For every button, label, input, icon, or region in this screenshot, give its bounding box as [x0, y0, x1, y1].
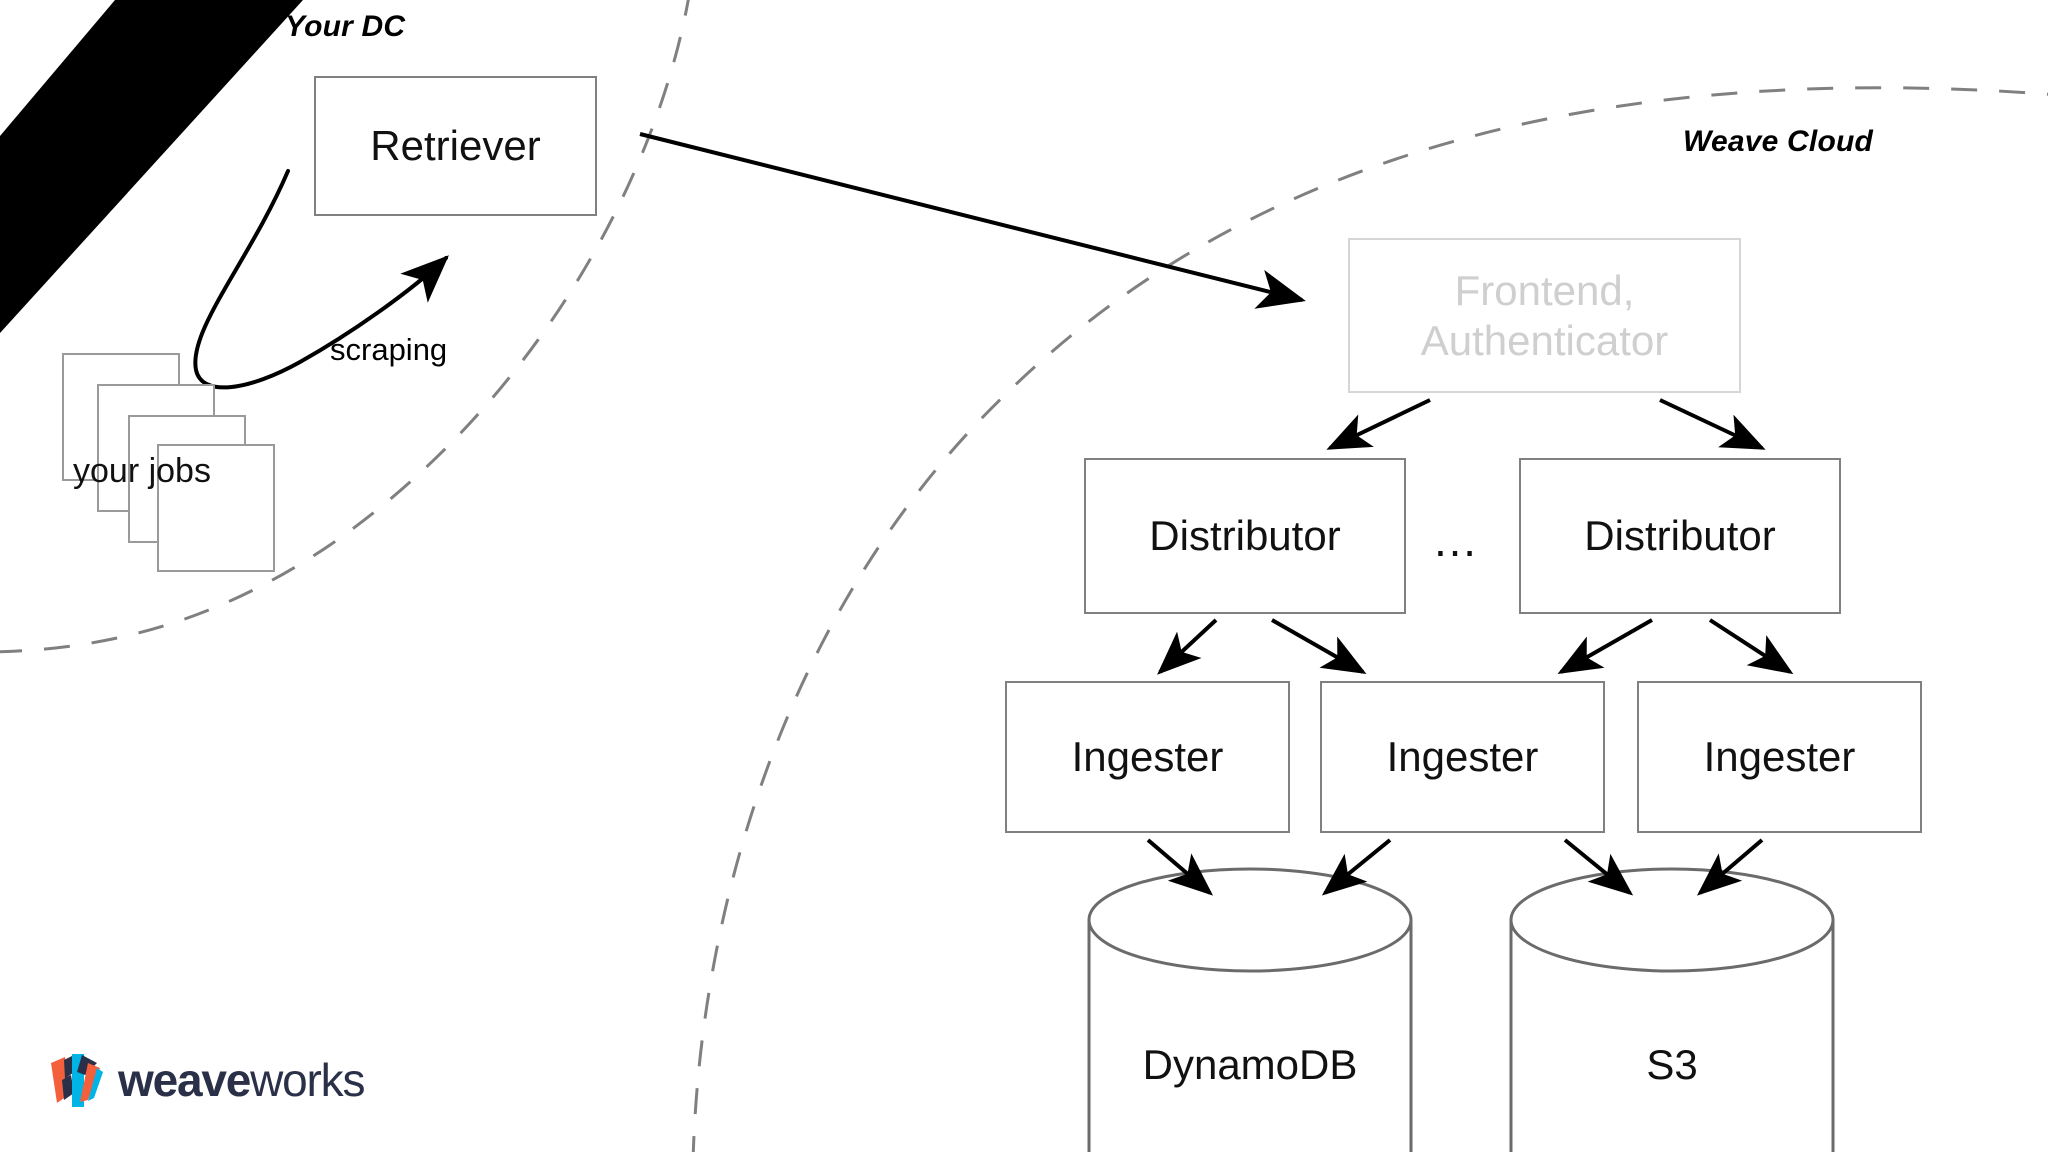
node-dynamodb-label: DynamoDB — [1142, 1041, 1358, 1089]
logo-brand-bold: weave — [118, 1054, 251, 1106]
edge-scraping — [193, 169, 449, 390]
edge-retriever-to-frontend — [639, 132, 1306, 309]
weaveworks-logo: weaveworks — [44, 1046, 365, 1114]
edge-distributor-right-to-ingester-3 — [1708, 618, 1794, 675]
node-s3-label-wrap: S3 — [1511, 1035, 1833, 1095]
node-ingester-1-label: Ingester — [1071, 733, 1224, 781]
node-retriever[interactable]: Retriever — [314, 76, 597, 216]
edge-ingester-2-to-s3 — [1563, 838, 1634, 896]
zone-label-your-dc: Your DC — [285, 10, 406, 43]
edge-frontend-to-distributor-right — [1659, 398, 1766, 450]
zone-label-weave-cloud: Weave Cloud — [1683, 125, 1874, 158]
edge-ingester-1-to-dynamodb — [1146, 838, 1214, 896]
node-distributor-left-label: Distributor — [1149, 512, 1341, 560]
node-s3-label: S3 — [1646, 1041, 1698, 1089]
node-ingester-2-label: Ingester — [1386, 733, 1539, 781]
logo-brand-light: works — [250, 1054, 365, 1106]
edge-distributor-left-to-ingester-1 — [1157, 618, 1218, 675]
your-jobs-label: your jobs — [73, 452, 211, 490]
node-frontend-authenticator-label: Frontend, Authenticator — [1420, 267, 1669, 364]
node-distributor-left[interactable]: Distributor — [1084, 458, 1406, 614]
job-card-4 — [157, 444, 275, 572]
edge-frontend-to-distributor-left — [1326, 398, 1431, 450]
weaveworks-wordmark: weaveworks — [118, 1053, 365, 1107]
node-ingester-3-label: Ingester — [1703, 733, 1856, 781]
edge-distributor-right-to-ingester-2 — [1557, 618, 1653, 674]
edge-ingester-3-to-s3 — [1696, 838, 1764, 896]
node-ingester-2[interactable]: Ingester — [1320, 681, 1605, 833]
node-ingester-1[interactable]: Ingester — [1005, 681, 1290, 833]
distributor-ellipsis: … — [1432, 514, 1480, 566]
node-frontend-authenticator[interactable]: Frontend, Authenticator — [1348, 238, 1741, 393]
node-retriever-label: Retriever — [370, 122, 541, 170]
node-ingester-3[interactable]: Ingester — [1637, 681, 1922, 833]
weaveworks-mark-icon — [47, 1047, 103, 1113]
node-distributor-right-label: Distributor — [1584, 512, 1776, 560]
edge-ingester-2-to-dynamodb — [1321, 838, 1392, 896]
node-distributor-right[interactable]: Distributor — [1519, 458, 1841, 614]
edge-label-scraping: scraping — [330, 332, 448, 367]
edge-distributor-left-to-ingester-2 — [1271, 618, 1367, 674]
node-dynamodb-label-wrap: DynamoDB — [1089, 1035, 1411, 1095]
your-dc-boundary — [0, 0, 690, 654]
